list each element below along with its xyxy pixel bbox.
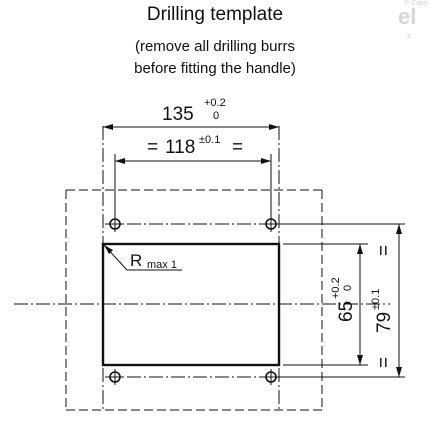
drawing-title: Drilling template (146, 4, 284, 25)
hole-width-equals-right: = (232, 137, 243, 158)
drill-hole-top-right (263, 216, 279, 232)
drill-hole-top-left (107, 216, 123, 232)
hole-width-equals-left: = (147, 137, 158, 158)
corner-radius-callout: R max 1 (103, 244, 182, 271)
cutout-height-value: 65 (336, 301, 357, 322)
hole-height-equals-bottom: = (374, 357, 395, 368)
hole-height-value: 79 (374, 312, 395, 333)
hole-height-equals-top: = (374, 245, 395, 256)
corner-radius-subscript: max 1 (147, 259, 177, 271)
cutout-width-tol-upper: +0.2 (204, 97, 226, 109)
cutout-width-tol-lower: 0 (213, 110, 219, 122)
watermark-copyright: © Copy (404, 0, 428, 7)
hole-width-value: 118 (165, 137, 195, 158)
subtitle-line-1: (remove all drilling burrs (134, 38, 296, 55)
cutout-width-value: 135 (162, 104, 194, 125)
drill-hole-bottom-left (107, 369, 123, 385)
cutout-height-tol-lower: 0 (342, 285, 354, 291)
dimension-cutout-height: 65 +0.2 0 (330, 244, 363, 365)
cutout-rectangle (101, 242, 281, 367)
watermark-logo: el (398, 4, 417, 29)
drill-hole-bottom-right (263, 369, 279, 385)
cutout-height-tol-upper: +0.2 (330, 277, 342, 299)
watermark-side: z (407, 33, 411, 40)
dimension-cutout-width: 135 +0.2 0 (103, 97, 279, 130)
hole-width-tolerance: ±0.1 (199, 134, 220, 146)
dimension-hole-spacing-width: = 118 ±0.1 = (114, 134, 272, 218)
handle-outline (65, 189, 323, 411)
dimension-hole-spacing-height: = 79 ±0.1 = (370, 224, 402, 377)
hole-height-tolerance: ±0.1 (370, 289, 382, 310)
corner-radius-symbol: R (130, 251, 142, 270)
subtitle-line-2: before fitting the handle) (134, 60, 296, 77)
